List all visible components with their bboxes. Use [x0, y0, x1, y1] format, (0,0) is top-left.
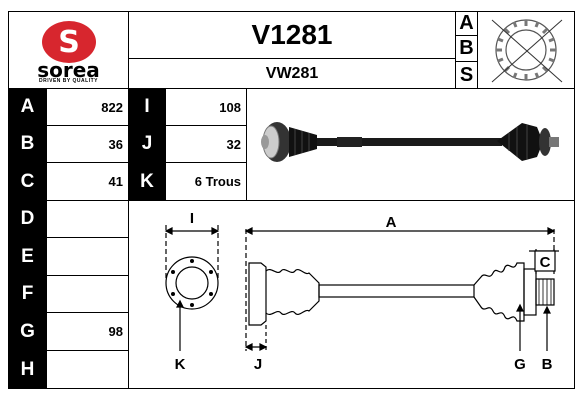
- part-reference: V1281: [251, 19, 333, 50]
- dim-label-b: B: [542, 356, 553, 373]
- brand-tagline: DRIVEN BY QUALITY: [39, 78, 98, 84]
- spec-label-a: A: [9, 89, 46, 125]
- oem-reference: VW281: [265, 64, 319, 82]
- dim-label-a: A: [386, 214, 397, 231]
- spec-value-g: 98: [108, 324, 123, 339]
- brand-logo: S sorea DRIVEN BY QUALITY: [9, 12, 128, 88]
- svg-text:S: S: [58, 25, 80, 60]
- spec-value-f: [47, 276, 128, 312]
- spec-value-d: [47, 201, 128, 237]
- spec-label-h: H: [9, 351, 46, 388]
- abs-letter-a: A: [456, 12, 477, 35]
- spec-value-c: 41: [108, 174, 123, 189]
- spec-label-c: C: [9, 163, 46, 200]
- spec-value-b: 36: [108, 136, 123, 152]
- dim-label-i: I: [190, 210, 194, 227]
- spec-value-a: 822: [101, 99, 123, 115]
- spec-value-i: 108: [219, 99, 241, 115]
- dim-label-j: J: [254, 356, 262, 373]
- sorea-logo-icon: S: [42, 21, 96, 63]
- dim-label-k: K: [175, 356, 186, 373]
- spec-value-k: 6 Trous: [194, 174, 241, 189]
- dim-label-g: G: [514, 356, 526, 373]
- flange-outer: [165, 256, 219, 310]
- technical-diagram: I K A C J G B: [164, 210, 559, 373]
- spec-label-d: D: [9, 201, 46, 237]
- spec-label-b: B: [9, 126, 46, 162]
- spec-value-e: [47, 238, 128, 275]
- spec-label-i: I: [129, 89, 165, 125]
- abs-ring-crossed-icon: [491, 19, 563, 83]
- spec-label-e: E: [9, 238, 46, 275]
- spec-label-k: K: [129, 163, 165, 200]
- abs-letter-s: S: [456, 62, 477, 88]
- spec-label-f: F: [9, 276, 46, 312]
- spec-label-j: J: [129, 126, 165, 162]
- abs-letter-b: B: [456, 36, 477, 61]
- drive-shaft-photo: [261, 122, 559, 162]
- brand-name: sorea: [37, 58, 100, 82]
- flange-inner: [175, 266, 209, 300]
- spec-value-h: [47, 351, 128, 388]
- spec-value-j: 32: [226, 136, 241, 152]
- spec-label-g: G: [9, 313, 46, 350]
- dim-label-c: C: [540, 254, 551, 271]
